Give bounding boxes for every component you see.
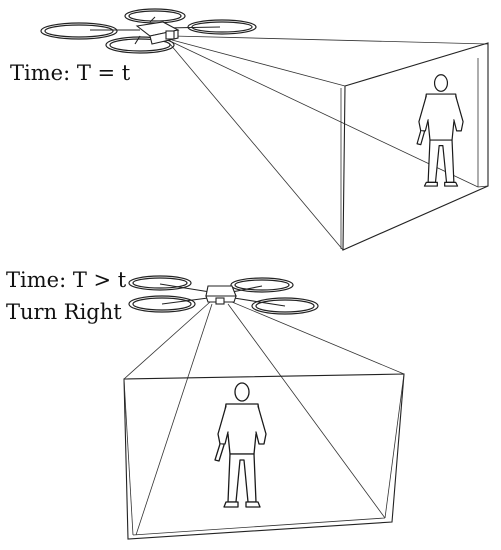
panel-1-person-icon	[416, 74, 464, 187]
panel-1-drone-icon	[40, 8, 257, 54]
panel-2-drone-icon	[128, 275, 319, 315]
panel-1-view-box	[340, 42, 489, 251]
panel-2-person-icon	[214, 382, 267, 508]
panel-2-view-box	[123, 373, 405, 540]
panel-2-time-label: Time: T > t	[6, 268, 127, 292]
panel-1-time-label: Time: T = t	[10, 61, 131, 85]
panel-2-turn-label: Turn Right	[6, 300, 122, 324]
panel-2: Time: T > t Turn Right	[6, 268, 405, 540]
panel-2-view-frustum	[123, 301, 405, 536]
panel-1-view-frustum	[169, 35, 489, 251]
panel-1: Time: T = t	[10, 8, 489, 251]
